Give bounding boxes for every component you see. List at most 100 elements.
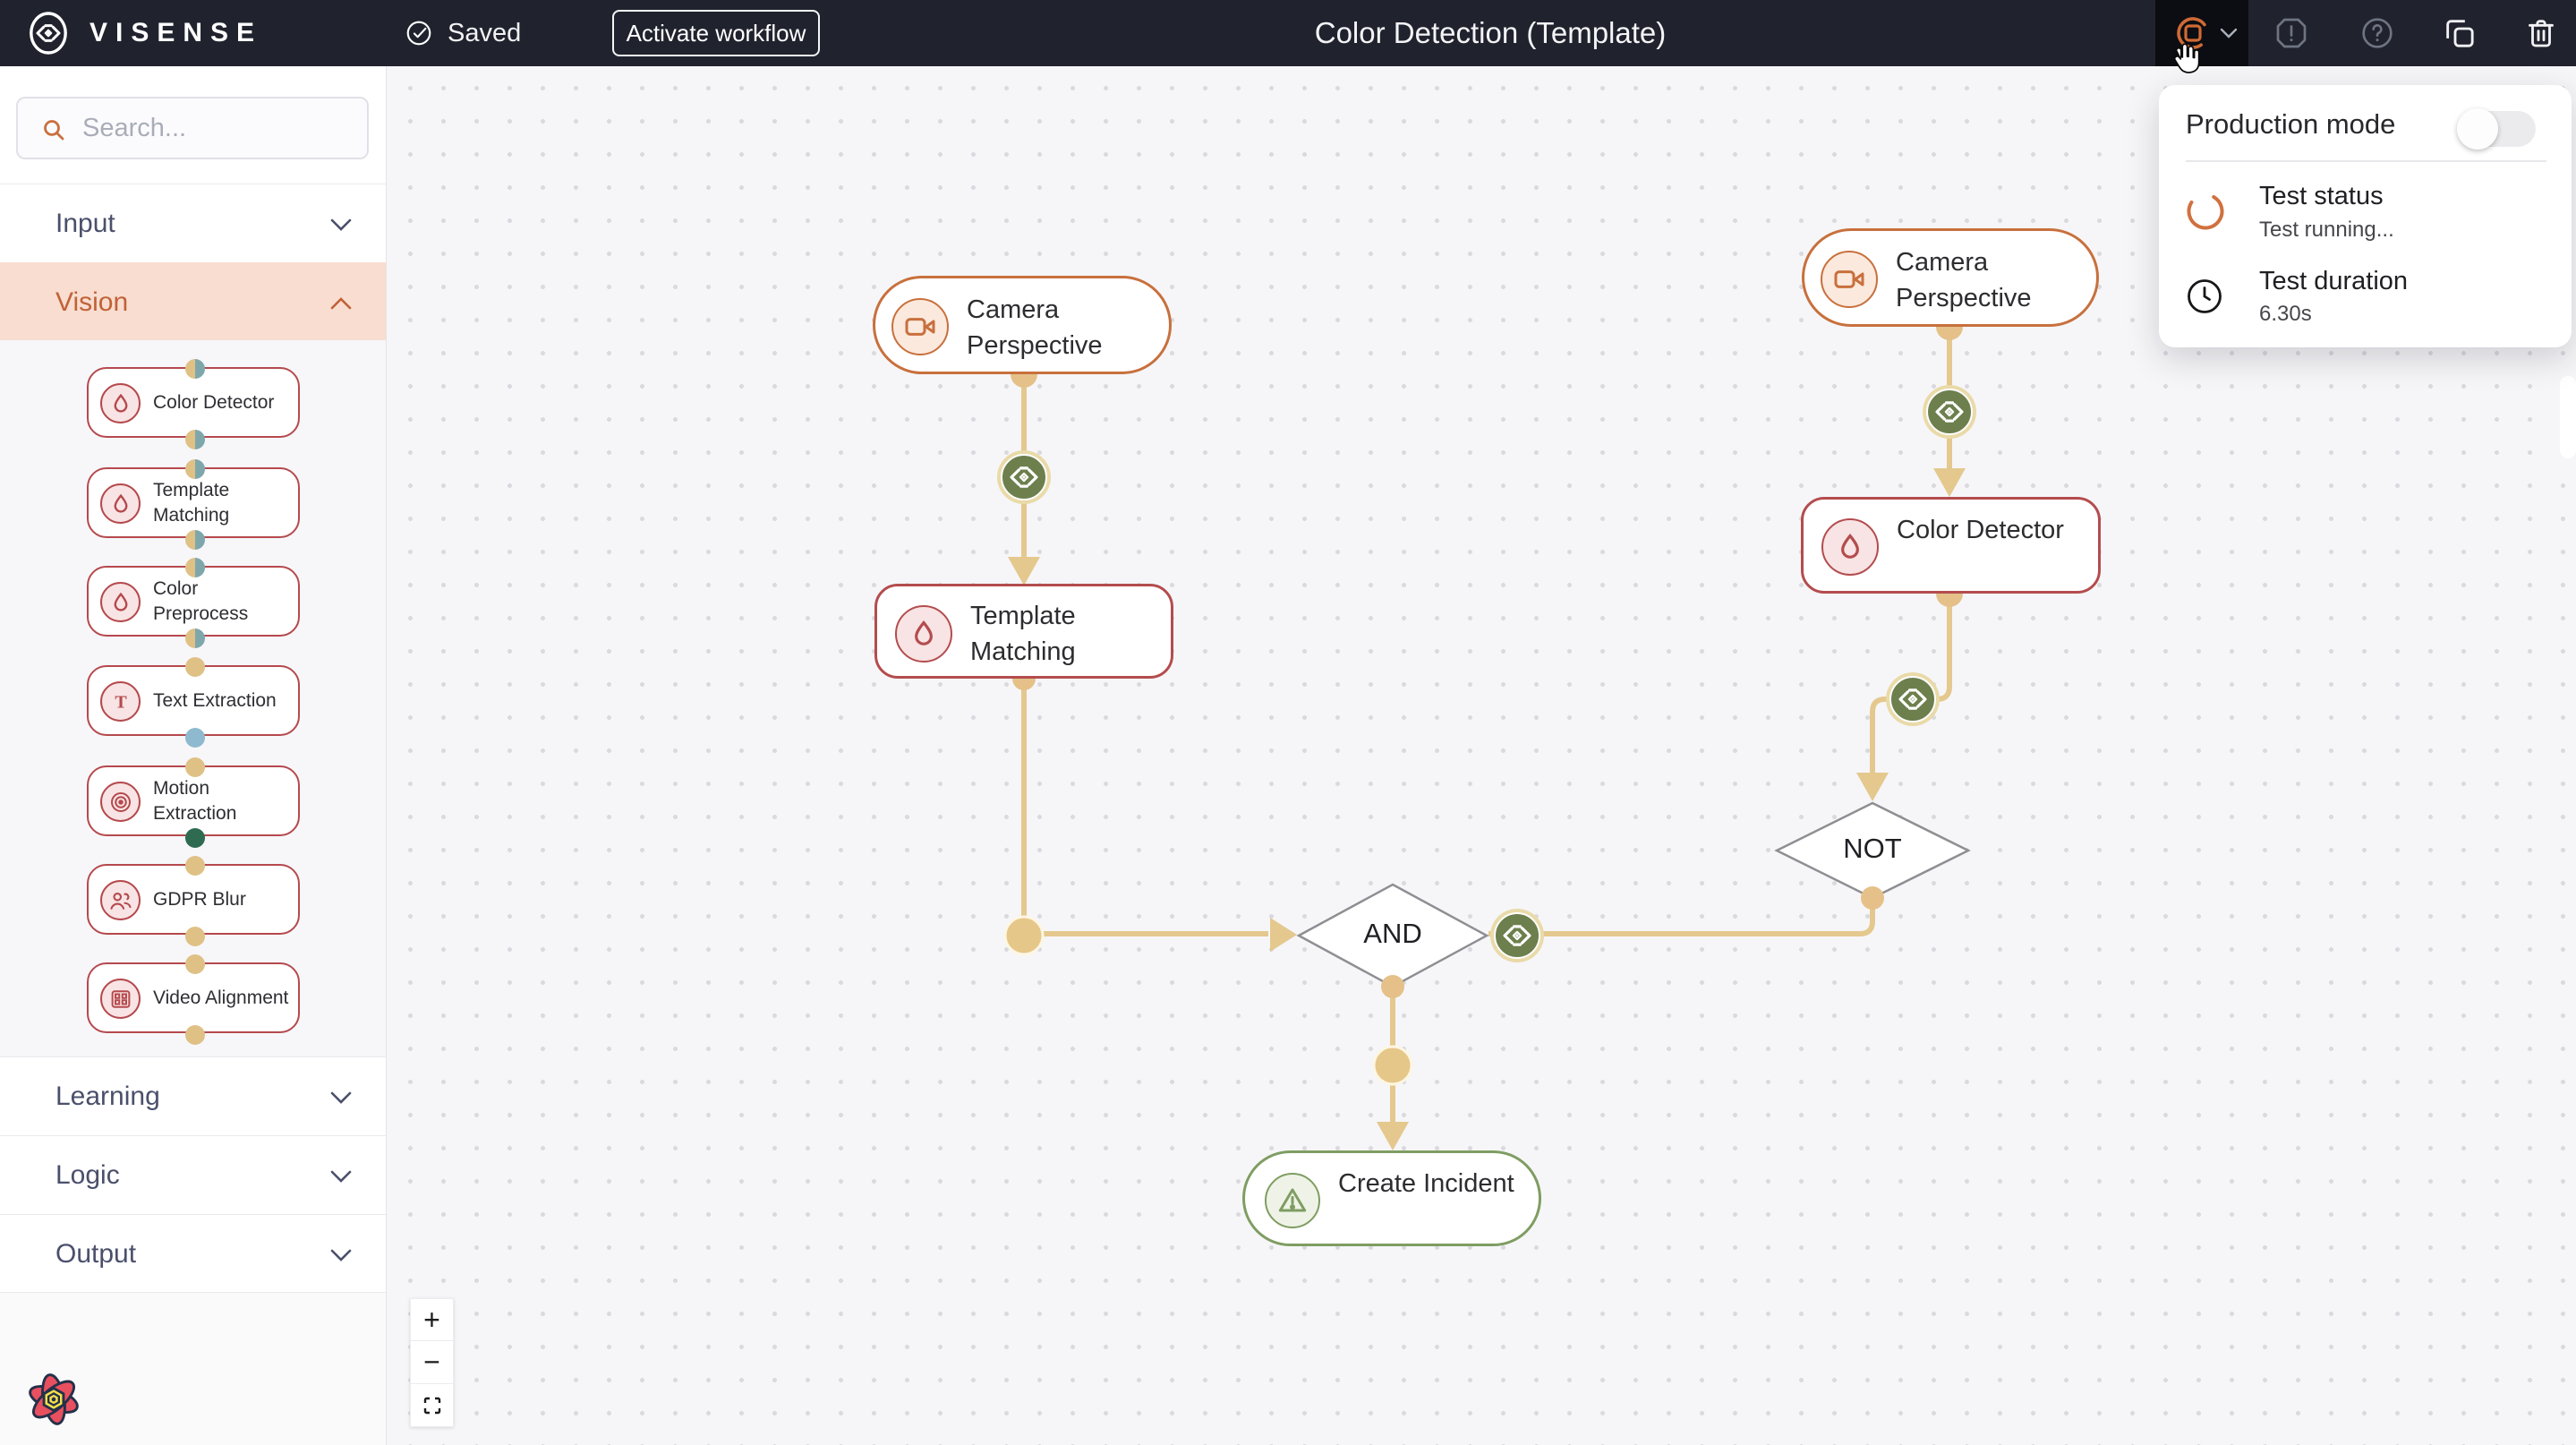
output-port[interactable] [185, 430, 205, 449]
node-color-detector[interactable]: Color Detector [1801, 497, 2101, 594]
input-port[interactable] [185, 558, 205, 577]
alerts-icon[interactable] [2273, 15, 2309, 51]
test-status-label: Test status [2259, 182, 2384, 210]
section-label: Input [55, 209, 115, 238]
node-and-label[interactable]: AND [1363, 918, 1422, 949]
input-port[interactable] [185, 657, 205, 677]
delete-icon[interactable] [2523, 15, 2559, 51]
library-item-video-alignment[interactable]: Video Alignment [87, 954, 300, 1045]
node-label: Template Matching [970, 602, 1076, 666]
output-port[interactable] [185, 530, 205, 550]
vision-edge-badge[interactable] [1001, 454, 1047, 500]
check-circle-icon [406, 21, 431, 46]
search-box[interactable] [16, 97, 369, 159]
text-icon: T [100, 681, 141, 722]
item-label: GDPR Blur [153, 888, 246, 910]
node-camera-perspective-1[interactable]: Camera Perspective [873, 276, 1172, 374]
library-item-color-preprocess[interactable]: Color Preprocess [87, 558, 300, 648]
visense-logo-icon [30, 12, 67, 55]
help-icon[interactable] [2359, 15, 2395, 51]
input-port[interactable] [185, 856, 205, 876]
workflow-title[interactable]: Color Detection (Template) [1314, 16, 1667, 49]
search-input[interactable] [81, 102, 349, 154]
droplet-icon [1821, 518, 1879, 576]
spinner-icon [2187, 192, 2224, 230]
sidebar-section-learning[interactable]: Learning [0, 1056, 386, 1135]
sidebar-section-input[interactable]: Input [0, 184, 386, 262]
item-label: Template Matching [153, 479, 230, 526]
production-mode-toggle[interactable] [2457, 108, 2536, 150]
test-duration-label: Test duration [2259, 267, 2409, 295]
test-run-icon [2177, 17, 2209, 49]
item-label: Color Detector [153, 391, 275, 413]
node-create-incident[interactable]: Create Incident [1242, 1150, 1541, 1246]
toggle-knob [2457, 108, 2498, 150]
sidebar-section-vision[interactable]: Vision [0, 262, 386, 340]
item-label: Motion Extraction [153, 777, 237, 824]
not-diamond [1774, 801, 1971, 900]
input-port[interactable] [185, 954, 205, 974]
output-port[interactable] [185, 1025, 205, 1045]
node-label: Create Incident [1338, 1169, 1514, 1198]
node-label: Color Detector [1897, 516, 2064, 544]
sidebar-footer [0, 1293, 386, 1445]
item-label: Video Alignment [153, 987, 289, 1008]
film-icon [100, 979, 141, 1019]
node-template-matching[interactable]: Template Matching [874, 584, 1173, 679]
zoom-out-button[interactable]: − [410, 1341, 454, 1384]
test-duration-value: 6.30s [2259, 302, 2312, 326]
activate-workflow-button[interactable]: Activate workflow [612, 10, 820, 56]
mouse-cursor [2173, 43, 2200, 73]
node-label: Camera Perspective [967, 295, 1103, 360]
input-port[interactable] [185, 359, 205, 379]
flower-logo-icon [29, 1373, 79, 1425]
node-camera-perspective-2[interactable]: Camera Perspective [1802, 228, 2099, 327]
production-mode-label: Production mode [2186, 108, 2396, 140]
sidebar-section-output[interactable]: Output [0, 1214, 386, 1293]
camera-icon [891, 298, 949, 355]
library-item-color-detector[interactable]: Color Detector [87, 359, 300, 449]
people-icon [100, 880, 141, 920]
node-not-label[interactable]: NOT [1843, 833, 1902, 864]
droplet-icon [895, 605, 952, 663]
fit-view-icon [423, 1397, 440, 1414]
test-status-value: Test running... [2259, 218, 2394, 242]
test-dropdown-panel: Production mode Test status Test running… [2159, 85, 2572, 347]
motion-target-icon [100, 782, 141, 822]
output-port[interactable] [185, 828, 205, 848]
brand-name: VISENSE [90, 18, 263, 47]
input-port[interactable] [185, 459, 205, 479]
vision-edge-badge[interactable] [1926, 389, 1973, 435]
output-port[interactable] [185, 927, 205, 946]
node-label: Camera Perspective [1896, 248, 2032, 312]
scrollbar-thumb[interactable] [2560, 376, 2576, 458]
node-library-sidebar: Input Vision Color Detector Template Mat… [0, 66, 387, 1445]
edge-handle [1372, 1045, 1413, 1086]
chevron-down-icon [330, 1091, 352, 1104]
chevron-down-icon [2220, 28, 2238, 38]
duplicate-icon[interactable] [2442, 15, 2478, 51]
droplet-icon [100, 383, 141, 423]
sidebar-section-logic[interactable]: Logic [0, 1135, 386, 1214]
vision-edge-badge[interactable] [1494, 912, 1540, 959]
vision-edge-badge[interactable] [1889, 676, 1936, 722]
section-label: Vision [55, 287, 129, 317]
svg-text:T: T [115, 692, 127, 712]
item-label: Color Preprocess [153, 577, 249, 624]
library-item-gdpr-blur[interactable]: GDPR Blur [87, 856, 300, 946]
chevron-up-icon [330, 297, 352, 310]
droplet-icon [100, 582, 141, 622]
output-port[interactable] [185, 628, 205, 648]
fit-view-button[interactable] [410, 1384, 454, 1427]
canvas-zoom-controls: + − [410, 1298, 454, 1427]
clock-icon [2188, 279, 2222, 313]
output-port[interactable] [185, 728, 205, 748]
zoom-in-button[interactable]: + [410, 1298, 454, 1341]
warning-triangle-icon [1265, 1173, 1320, 1228]
library-item-text-extraction[interactable]: T Text Extraction [87, 657, 300, 748]
library-item-template-matching[interactable]: Template Matching [87, 459, 300, 550]
library-item-motion-extraction[interactable]: Motion Extraction [87, 757, 300, 848]
test-run-button[interactable] [2155, 0, 2248, 66]
edge-handle [1003, 915, 1045, 956]
input-port[interactable] [185, 757, 205, 777]
